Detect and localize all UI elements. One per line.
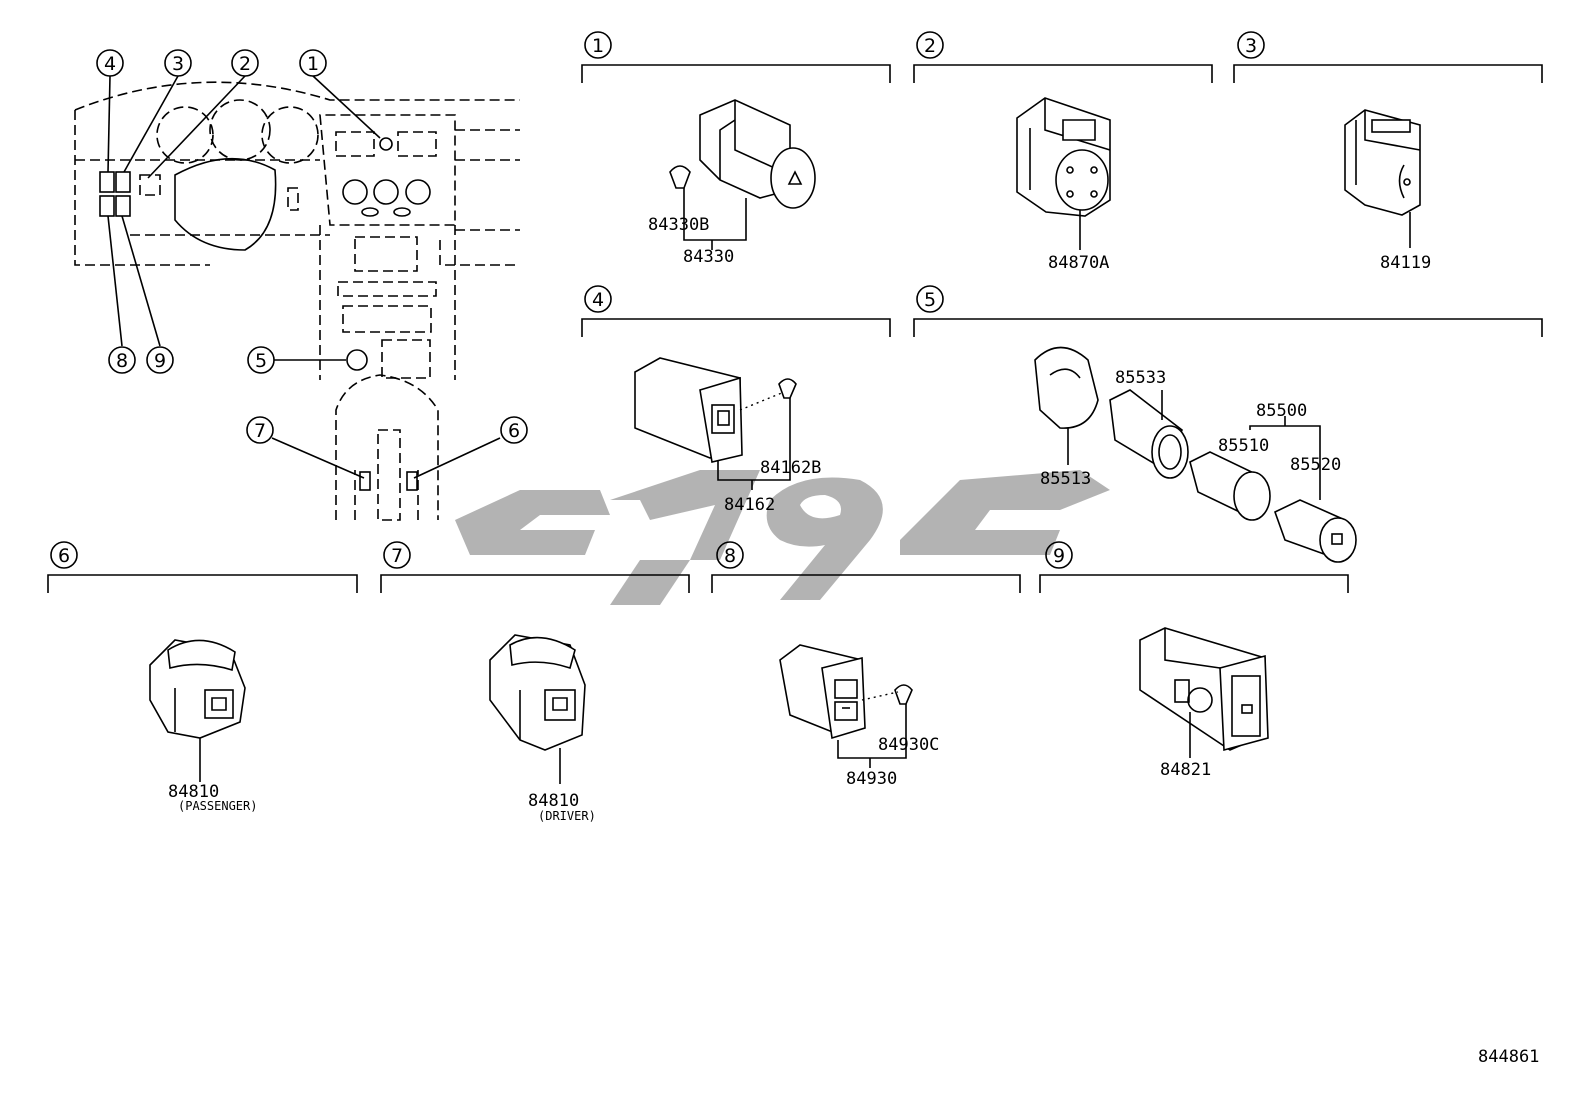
callout-5: 5 [247, 346, 275, 374]
callout-1: 1 [299, 49, 327, 77]
dimmer-switch-icon [1344, 109, 1421, 216]
section-6: 6 84810 (PASSENGER) [47, 541, 358, 813]
part-85500: 85500 [1256, 401, 1307, 421]
section-9-bracket [1039, 574, 1349, 593]
cigar-holder-icon [1034, 346, 1099, 429]
section-6-number: 6 [58, 545, 70, 567]
callout-6: 6 [500, 416, 528, 444]
section-5: 5 85533 85500 85510 85520 85513 [913, 285, 1543, 563]
part-84119: 84119 [1380, 253, 1431, 273]
part-84821: 84821 [1160, 760, 1211, 780]
part-85510: 85510 [1218, 436, 1269, 456]
section-9-number: 9 [1053, 545, 1065, 567]
section-7-bracket [380, 574, 690, 593]
section-2-bracket [913, 64, 1213, 83]
section-1-number: 1 [592, 35, 604, 57]
part-84870A: 84870A [1048, 253, 1109, 273]
mirror-switch-icon [1016, 97, 1111, 217]
svg-text:7: 7 [254, 420, 266, 442]
part-84810-driver: 84810 [528, 791, 579, 811]
section-3-number: 3 [1245, 35, 1257, 57]
section-5-bracket [913, 318, 1543, 337]
callout-7: 7 [246, 416, 274, 444]
part-84930C: 84930C [878, 735, 939, 755]
note-driver: (DRIVER) [538, 809, 596, 823]
window-switch-driver-icon [489, 634, 586, 751]
section-6-bracket [47, 574, 358, 593]
lighter-knob-icon [1274, 499, 1357, 563]
svg-text:4: 4 [104, 53, 116, 75]
svg-text:5: 5 [255, 350, 267, 372]
section-1-bracket [581, 64, 891, 83]
watermark-logo [455, 470, 1110, 605]
svg-text:6: 6 [508, 420, 520, 442]
hazard-switch-icon [669, 99, 816, 209]
section-9: 9 84821 [1039, 541, 1349, 780]
section-4: 4 84162B 84162 [581, 285, 891, 515]
section-3-bracket [1233, 64, 1543, 83]
part-84162: 84162 [724, 495, 775, 515]
diagram-id: 844861 [1478, 1047, 1539, 1067]
fog-light-switch-icon [634, 357, 797, 463]
svg-text:9: 9 [154, 350, 166, 372]
callout-3: 3 [164, 49, 192, 77]
part-85513: 85513 [1040, 469, 1091, 489]
window-lock-switch-icon [1139, 627, 1269, 752]
note-passenger: (PASSENGER) [178, 799, 257, 813]
part-85520: 85520 [1290, 455, 1341, 475]
overview-dashboard: 1 2 3 4 5 6 7 8 9 [74, 49, 528, 521]
svg-text:3: 3 [172, 53, 184, 75]
section-5-number: 5 [924, 289, 936, 311]
section-2: 2 84870A [913, 31, 1213, 273]
section-4-bracket [581, 318, 891, 337]
section-8: 8 84930C 84930 [711, 541, 1021, 789]
part-84330B: 84330B [648, 215, 709, 235]
section-3: 3 84119 [1233, 31, 1543, 273]
section-7-number: 7 [391, 545, 403, 567]
section-4-number: 4 [592, 289, 604, 311]
section-1: 1 84330B 84330 [581, 31, 891, 267]
callout-4: 4 [96, 49, 124, 77]
seat-heater-switch-icon [779, 644, 913, 740]
lighter-socket-inner-icon [1189, 451, 1271, 521]
callout-9: 9 [146, 346, 174, 374]
part-84162B: 84162B [760, 458, 821, 478]
part-85533: 85533 [1115, 368, 1166, 388]
section-8-bracket [711, 574, 1021, 593]
part-84930: 84930 [846, 769, 897, 789]
section-2-number: 2 [924, 35, 936, 57]
section-7: 7 84810 (DRIVER) [380, 541, 690, 823]
part-84810-passenger: 84810 [168, 782, 219, 802]
svg-text:1: 1 [307, 53, 319, 75]
svg-text:8: 8 [116, 350, 128, 372]
callout-2: 2 [231, 49, 259, 77]
svg-text:2: 2 [239, 53, 251, 75]
window-switch-passenger-icon [149, 639, 246, 739]
callout-8: 8 [108, 346, 136, 374]
section-8-number: 8 [724, 545, 736, 567]
part-84330: 84330 [683, 247, 734, 267]
lighter-socket-icon [1109, 389, 1189, 479]
